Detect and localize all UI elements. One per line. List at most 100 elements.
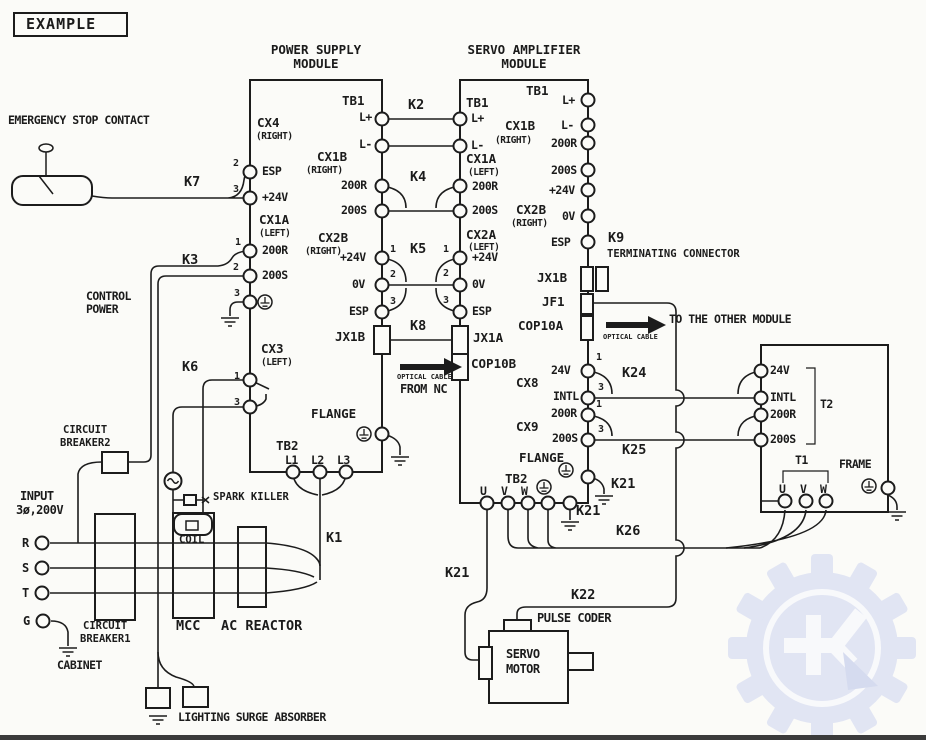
optical-cable-caption2: OPTICAL CABLE (603, 333, 658, 341)
sam-tb2-w: W (521, 484, 528, 498)
sam-tb1-left: TB1 (466, 95, 489, 110)
t1-label: T1 (795, 453, 808, 467)
sam-cx8-intl: INTL (553, 389, 579, 403)
cable-k24: K24 (622, 365, 647, 381)
pin-number: 3 (598, 382, 604, 393)
psm-title-line1: POWER SUPPLY (270, 42, 362, 57)
psm-cx3-side: (LEFT) (261, 357, 293, 368)
pin-number: 3 (233, 184, 239, 195)
spark-killer-label: SPARK KILLER (213, 491, 289, 503)
cb1-line2: BREAKER1 (80, 633, 131, 645)
control-power-line2: POWER (86, 302, 119, 316)
psm-cx3: CX3 (261, 341, 284, 356)
sam-jx1b: JX1B (537, 270, 568, 285)
cable-k21-a: K21 (611, 476, 636, 492)
coil-element (185, 520, 199, 531)
circuit-wires (50, 118, 898, 688)
cable-k22: K22 (571, 587, 596, 603)
sam-cx1b: CX1B (505, 118, 536, 133)
circuit-breaker2-box (101, 451, 129, 474)
psm-cx1b-200s: 200S (341, 203, 367, 217)
psm-cx4-esp: ESP (262, 164, 282, 178)
mcc-label: MCC (176, 618, 201, 634)
psm-flange: FLANGE (311, 406, 357, 421)
psm-cx1a: CX1A (259, 212, 290, 227)
psm-cx1b-side: (RIGHT) (306, 165, 343, 176)
optical-cable-to-other-module-arrow (606, 316, 666, 334)
sam-cx2b-side: (RIGHT) (511, 218, 548, 229)
sam-cx2b: CX2B (516, 202, 547, 217)
sam-cop10a: COP10A (518, 318, 564, 333)
t1-w: W (820, 482, 827, 496)
sam-cop10b: COP10B (471, 356, 517, 371)
psm-title-line2: MODULE (293, 56, 339, 71)
pin-number: 1 (443, 244, 449, 255)
psm-tb2: TB2 (276, 438, 299, 453)
psm-cx1a-side: (LEFT) (259, 228, 291, 239)
pin-number: 2 (233, 262, 239, 273)
sam-cx2a: CX2A (466, 227, 497, 242)
sam-tb1-right: TB1 (526, 83, 549, 98)
phase-t: T (22, 586, 29, 600)
t2-24v: 24V (770, 363, 790, 377)
phase-r: R (22, 536, 29, 550)
cable-k5: K5 (410, 241, 427, 257)
sam-cx2a-side: (LEFT) (468, 242, 500, 253)
ac-reactor-label: AC REACTOR (221, 618, 303, 634)
sam-cx9: CX9 (516, 419, 539, 434)
sam-cx2b-24v: +24V (549, 183, 575, 197)
cable-k2: K2 (408, 97, 425, 113)
phase-s: S (22, 561, 29, 575)
t1-u: U (779, 482, 786, 496)
pin-number: 1 (596, 399, 602, 410)
sam-cx1b-side: (RIGHT) (495, 135, 532, 146)
sam-cx9-200r: 200R (551, 406, 577, 420)
kc-watermark-logo (728, 554, 916, 740)
sam-cx1b-200s: 200S (551, 163, 577, 177)
cable-k9: K9 (608, 230, 625, 246)
pin-number: 1 (235, 237, 241, 248)
psm-cx2b-esp: ESP (349, 304, 369, 318)
pin-number: 3 (234, 397, 240, 408)
cable-k21-b: K21 (576, 503, 601, 519)
sam-tb1-lminus: L- (471, 138, 484, 152)
psm-cx1a-200r: 200R (262, 243, 288, 257)
cb1-line1: CIRCUIT (83, 620, 128, 632)
sam-flange: FLANGE (519, 450, 565, 465)
emergency-stop-label: EMERGENCY STOP CONTACT (8, 113, 150, 127)
surge-absorber-label: LIGHTING SURGE ABSORBER (178, 710, 326, 724)
sam-cx1a-side: (LEFT) (468, 167, 500, 178)
example-tag-box (13, 12, 128, 37)
psm-cx2b-24v: +24V (340, 250, 366, 264)
surge-absorber-box-1 (145, 687, 171, 709)
cable-k26: K26 (616, 523, 641, 539)
sam-cx1a-200s: 200S (472, 203, 498, 217)
psm-cx1a-200s: 200S (262, 268, 288, 282)
pin-number: 3 (234, 288, 240, 299)
pin-number: 2 (443, 268, 449, 279)
sam-cx2b-esp: ESP (551, 235, 571, 249)
pin-number: 3 (390, 296, 396, 307)
psm-cx2b-0v: 0V (352, 277, 365, 291)
psm-tb1: TB1 (342, 93, 365, 108)
sam-cx1a-200r: 200R (472, 179, 498, 193)
mcc-box (172, 512, 215, 619)
psm-tb2-l3: L3 (337, 453, 350, 467)
pin-number: 2 (233, 158, 239, 169)
cable-k1: K1 (326, 530, 343, 546)
pulse-coder-label: PULSE CODER (537, 611, 611, 625)
pin-number: 1 (596, 352, 602, 363)
pilot-lamp-icon (163, 471, 183, 491)
sam-cx2a-24v: +24V (472, 250, 498, 264)
frame-label: FRAME (839, 457, 872, 471)
psm-tb1-lplus: L+ (359, 110, 372, 124)
coil-outline (173, 513, 213, 536)
sam-cx2a-esp: ESP (472, 304, 492, 318)
sam-cx8: CX8 (516, 375, 539, 390)
pin-number: 2 (390, 269, 396, 280)
sam-tb2-v: V (501, 484, 508, 498)
psm-jx1b: JX1B (335, 329, 366, 344)
psm-cx4: CX4 (257, 115, 280, 130)
t2-200r: 200R (770, 407, 796, 421)
spark-killer-symbol (183, 494, 210, 506)
